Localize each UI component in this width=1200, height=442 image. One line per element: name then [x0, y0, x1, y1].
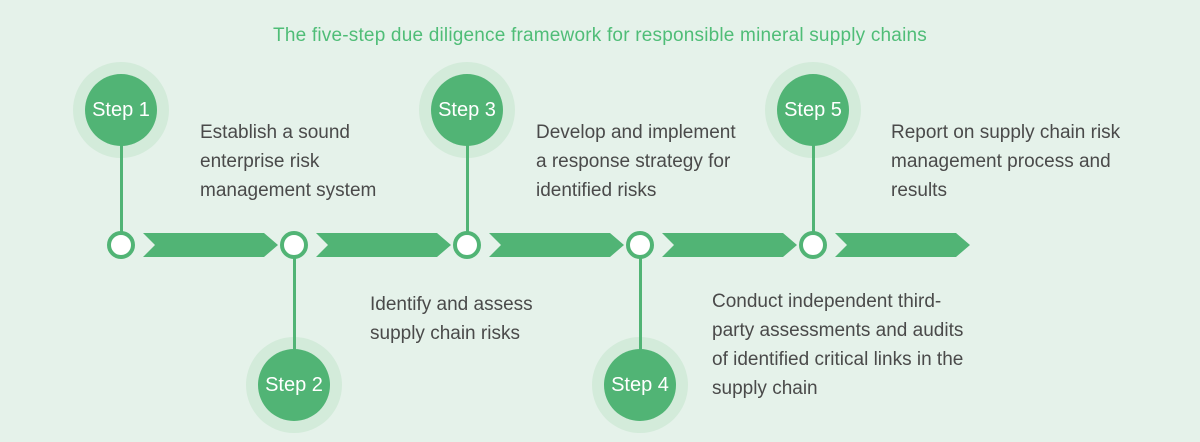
step-5-label: Step 5 [784, 98, 842, 121]
timeline-arrow-4 [662, 233, 797, 257]
timeline-node-4 [626, 231, 654, 259]
step-4-connector-line [638, 258, 642, 350]
timeline-arrow-2 [316, 233, 451, 257]
step-2-description: Identify and assess supply chain risks [370, 294, 533, 344]
step-2-label: Step 2 [265, 373, 323, 396]
step-5-description: Report on supply chain risk management p… [891, 122, 1121, 201]
step-4-description: Conduct independent third- party assessm… [712, 291, 964, 399]
timeline-arrow-1 [143, 233, 278, 257]
step-5-connector-line [811, 145, 815, 233]
step-2-circle: Step 2 [258, 349, 330, 421]
step-4-label: Step 4 [611, 373, 669, 396]
step-1-circle: Step 1 [85, 74, 157, 146]
timeline-arrow-3 [489, 233, 624, 257]
step-5-circle: Step 5 [777, 74, 849, 146]
step-1-connector-line [119, 145, 123, 233]
step-1-label: Step 1 [92, 98, 150, 121]
step-1-description: Establish a sound enterprise risk manage… [200, 122, 377, 201]
timeline-node-3 [453, 231, 481, 259]
step-3-connector-line [465, 145, 469, 233]
diagram-title: The five-step due diligence framework fo… [273, 25, 927, 46]
timeline-node-2 [280, 231, 308, 259]
step-3-label: Step 3 [438, 98, 496, 121]
timeline-arrow-5 [835, 233, 970, 257]
timeline-node-5 [799, 231, 827, 259]
step-2-connector-line [292, 258, 296, 350]
timeline-node-1 [107, 231, 135, 259]
step-3-description: Develop and implement a response strateg… [536, 122, 736, 201]
step-4-circle: Step 4 [604, 349, 676, 421]
step-3-circle: Step 3 [431, 74, 503, 146]
